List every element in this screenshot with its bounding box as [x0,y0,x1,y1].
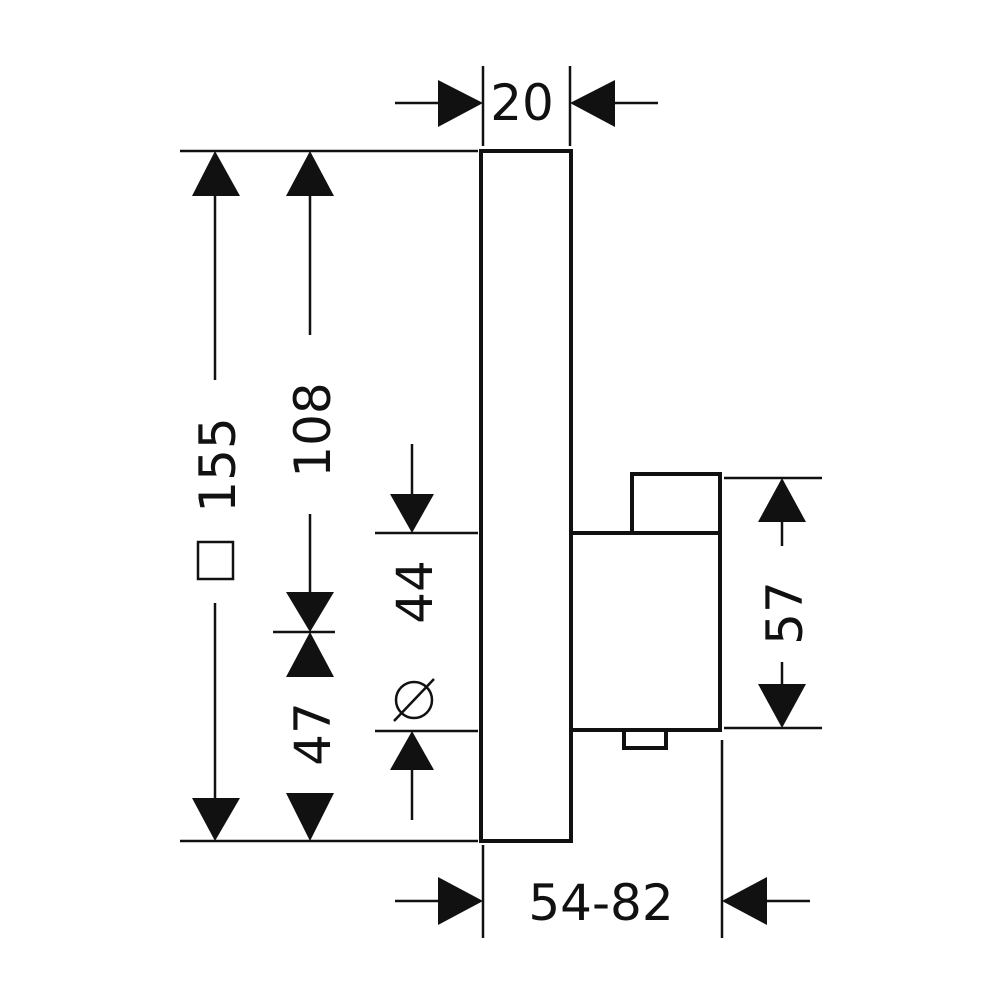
dimension-upper-height: 108 [284,151,342,632]
dim-label-upper-height: 108 [284,382,342,477]
part-outline [479,149,722,843]
dim-label-body-height: 57 [756,581,814,645]
dimension-lower-height: 47 [284,632,342,841]
valve-body [573,531,722,732]
arrow-up-icon [758,478,806,522]
dimension-depth-range: 54-82 [395,874,810,932]
diameter-symbol [393,678,435,722]
arrow-down-icon [286,592,334,632]
dim-label-lower-height: 47 [284,702,342,766]
dim-label-hole-diameter: 44 [386,560,444,624]
dim-label-depth-range: 54-82 [528,874,673,932]
dim-label-overall-height: 155 [189,417,247,512]
arrow-up-icon [192,151,240,196]
arrow-right-icon [438,877,483,925]
dimension-top-width: 20 [395,74,658,132]
dimension-overall-height: 155 [189,151,247,841]
arrow-down-icon [192,798,240,841]
arrow-up-icon [286,632,334,677]
dimension-hole-diameter: 44 [386,444,444,820]
arrow-down-icon [286,793,334,841]
extension-lines [180,66,822,938]
square-symbol [196,540,235,581]
dimension-body-height: 57 [756,478,814,728]
arrow-right-icon [438,80,483,127]
arrow-up-icon [286,151,334,196]
arrow-down-icon [758,684,806,728]
arrow-down-icon [390,494,434,533]
cover-plate [479,149,573,843]
bottom-tab [622,728,668,750]
dim-label-top-width: 20 [490,74,554,132]
arrow-up-icon [390,731,434,770]
arrow-left-icon [722,877,767,925]
outlet-spout [630,472,722,535]
arrow-left-icon [570,80,615,127]
